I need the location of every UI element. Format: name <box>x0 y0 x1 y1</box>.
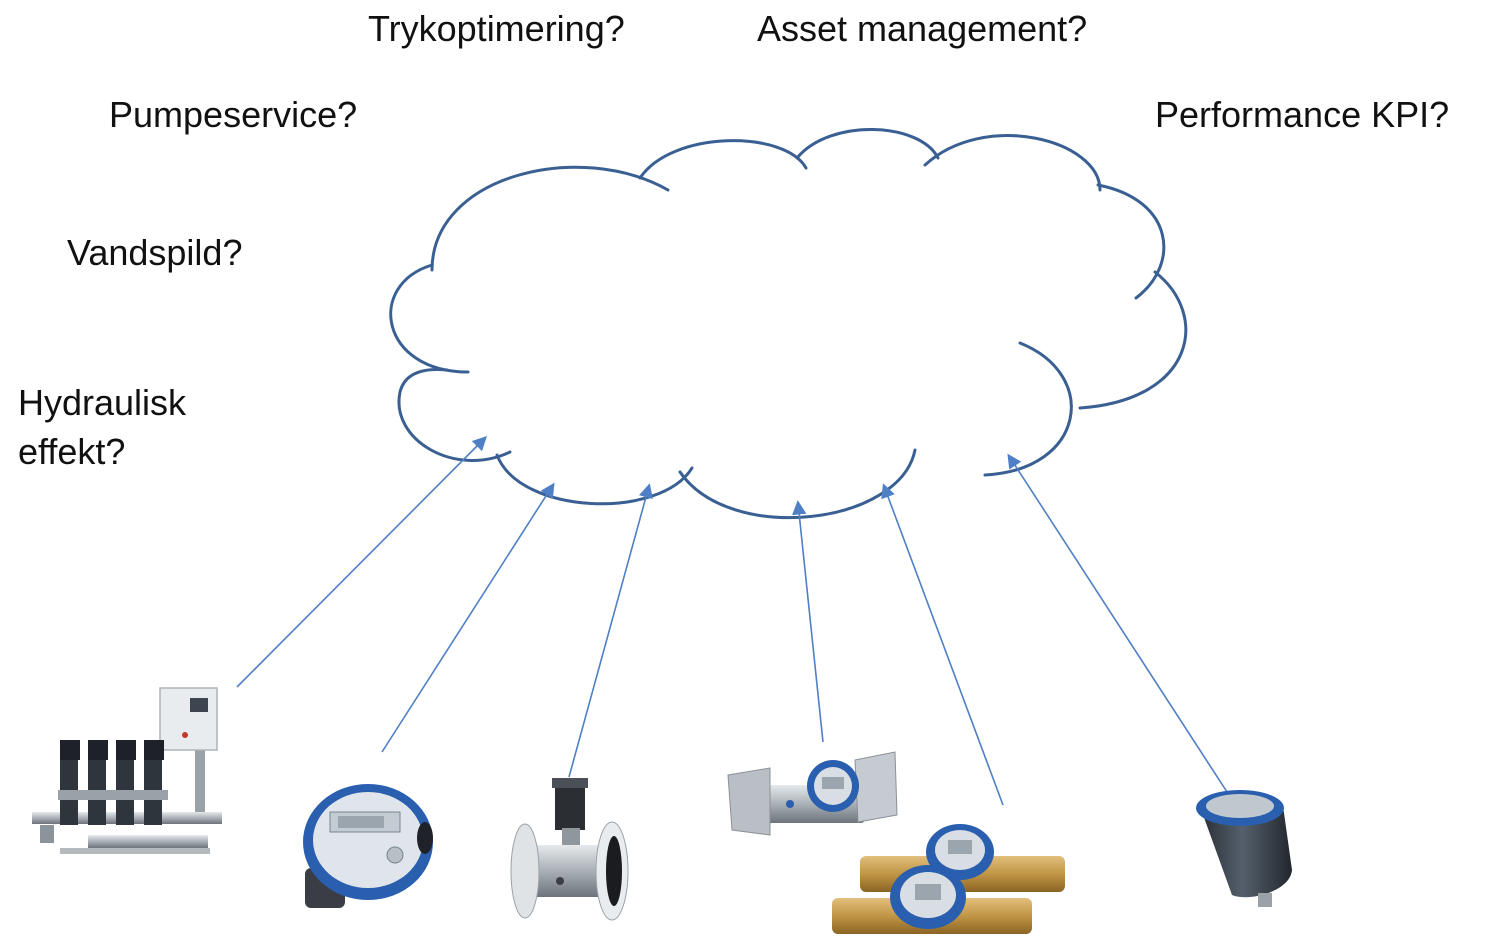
question-hydraulic-line-2: effekt? <box>18 430 126 472</box>
booster-pump-station-icon <box>32 687 222 854</box>
arrow-flanged-meter <box>792 500 824 743</box>
question-pressure-optimization: Trykoptimering? <box>368 8 625 49</box>
arrow-water-meter <box>381 482 555 753</box>
question-performance-kpi: Performance KPI? <box>1155 94 1450 135</box>
brass-water-meters-icon <box>832 824 1065 934</box>
connection-arrows <box>236 435 1230 806</box>
question-pump-service: Pumpeservice? <box>109 94 358 135</box>
arrow-pressure-sensor <box>1007 453 1230 796</box>
electromagnetic-flowmeter-icon <box>510 778 629 921</box>
arrow-booster-pump <box>236 435 488 688</box>
flanged-flow-meter-icon <box>727 751 898 836</box>
arrow-brass-meters <box>881 483 1004 806</box>
water-meter-icon <box>303 784 433 908</box>
question-hydraulic-line-1: Hydraulisk <box>18 382 187 423</box>
cloud-icon <box>389 128 1188 520</box>
question-asset-management: Asset management? <box>757 8 1088 49</box>
question-water-loss: Vandspild? <box>67 232 243 273</box>
arrow-flowmeter <box>568 483 653 778</box>
question-hydraulic-effect: Hydraulisk effekt? <box>18 379 186 476</box>
pressure-sensor-icon <box>1196 790 1292 907</box>
